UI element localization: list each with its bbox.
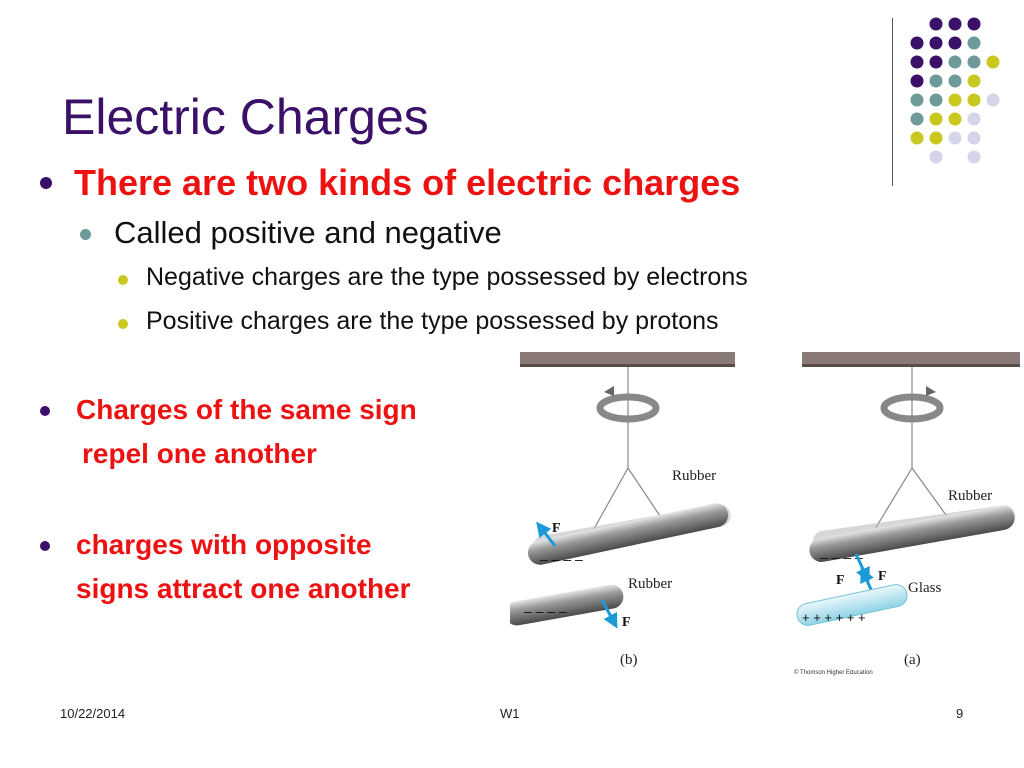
bullet-negative-electrons: Negative charges are the type possessed …	[146, 263, 748, 291]
decorative-dot	[948, 36, 962, 50]
decorative-dot	[910, 131, 924, 145]
bullet-same-sign-line2: repel one another	[82, 438, 317, 469]
decorative-dot	[967, 112, 981, 126]
decorative-dot	[910, 93, 924, 107]
label-force-a-left: F	[836, 573, 845, 588]
label-rubber-top-a: Rubber	[948, 488, 992, 504]
slide-title: Electric Charges	[62, 89, 429, 145]
decorative-dot	[967, 131, 981, 145]
bullet-marker	[118, 319, 128, 329]
decorative-dot	[967, 74, 981, 88]
decorative-dot	[948, 93, 962, 107]
bullet-positive-protons: Positive charges are the type possessed …	[146, 307, 719, 335]
decorative-dot	[929, 36, 943, 50]
decorative-dot	[929, 150, 943, 164]
decorative-dot	[910, 55, 924, 69]
decorative-dot	[929, 17, 943, 31]
bullet-opposite-line1: charges with opposite	[76, 529, 372, 560]
svg-text:+ + + + + +: + + + + + +	[802, 610, 866, 625]
glass-rod-a	[796, 584, 908, 626]
decorative-dot	[967, 55, 981, 69]
bullet-two-kinds: There are two kinds of electric charges	[74, 162, 741, 203]
decorative-dot	[929, 74, 943, 88]
decorative-dot	[948, 74, 962, 88]
svg-text:– – – –: – – – –	[524, 603, 567, 619]
decorative-dot	[929, 55, 943, 69]
label-force-b-top: F	[552, 521, 561, 536]
decorative-dot	[967, 93, 981, 107]
label-panel-a: (a)	[904, 652, 921, 668]
label-force-a-right: F	[878, 569, 887, 584]
decorative-dot	[910, 36, 924, 50]
rotation-arrow-icon	[880, 393, 944, 423]
svg-text:– – – –: – – – –	[820, 549, 863, 565]
bullet-marker	[40, 177, 52, 189]
bullet-marker	[80, 229, 91, 240]
footer-page-number: 9	[956, 706, 964, 721]
decorative-dot	[967, 150, 981, 164]
bullet-marker	[40, 541, 50, 551]
bullet-marker	[118, 275, 128, 285]
footer-center: W1	[500, 706, 520, 721]
rubber-rod-bottom-b	[510, 584, 624, 626]
decorative-dot	[910, 112, 924, 126]
ceiling-b	[520, 352, 735, 366]
bullet-opposite-line2: signs attract one another	[76, 573, 411, 604]
decorative-dot	[910, 74, 924, 88]
ceiling-a	[802, 352, 1020, 366]
decorative-dot	[929, 112, 943, 126]
bullet-marker	[40, 406, 50, 416]
rotation-arrow-icon	[596, 393, 660, 423]
decorative-dot	[929, 93, 943, 107]
footer-date: 10/22/2014	[60, 706, 126, 721]
decorative-dot	[948, 112, 962, 126]
label-glass-a: Glass	[908, 580, 941, 596]
label-panel-b: (b)	[620, 652, 638, 668]
bullet-same-sign-line1: Charges of the same sign	[76, 394, 417, 425]
decorative-divider	[892, 18, 893, 186]
decorative-dot-grid	[910, 17, 1000, 164]
charges-figure: – – – – Rubber F – – – – Rubber F (b) – …	[510, 352, 1020, 676]
rubber-rod-suspended-b	[527, 503, 729, 565]
panel-a: – – – – Rubber F F + + + + + + Glass (a)…	[794, 352, 1020, 676]
label-force-b-bottom: F	[622, 615, 631, 630]
decorative-dot	[967, 36, 981, 50]
decorative-dot	[948, 17, 962, 31]
decorative-dot	[967, 17, 981, 31]
svg-text:– – – –: – – – –	[540, 551, 583, 567]
label-rubber-bottom-b: Rubber	[628, 576, 672, 592]
decorative-dot	[948, 131, 962, 145]
panel-b: – – – – Rubber F – – – – Rubber F (b)	[510, 352, 735, 668]
rubber-rod-suspended-a	[809, 506, 1015, 562]
decorative-dot	[929, 131, 943, 145]
figure-copyright: © Thomson Higher Education	[794, 669, 873, 676]
decorative-dot	[986, 93, 1000, 107]
bullet-positive-negative: Called positive and negative	[114, 215, 502, 250]
decorative-dot	[986, 55, 1000, 69]
label-rubber-top-b: Rubber	[672, 468, 716, 484]
decorative-dot	[948, 55, 962, 69]
